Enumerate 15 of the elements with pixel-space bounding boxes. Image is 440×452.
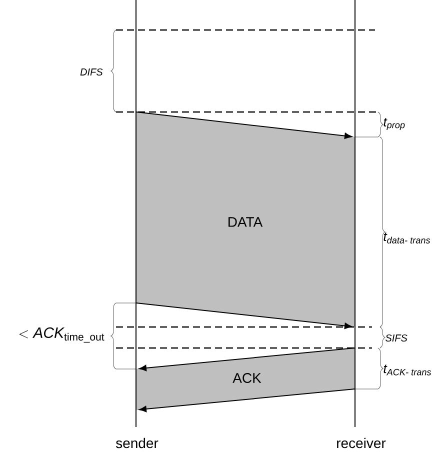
interval-label: SIFS	[385, 334, 408, 342]
participant-label: sender	[116, 438, 158, 448]
lifeline	[354, 0, 356, 427]
interval-label: $\textit{t}_{\textit{ACK- trans}}$	[384, 364, 432, 376]
interval-label: $<\textit{ACK}_{\textrm{time\_out}}$	[19, 327, 104, 343]
arrow	[136, 302, 352, 329]
interval-label: $\textit{t}_{\textit{prop}}$	[384, 118, 405, 130]
frame-label: ACK	[232, 373, 262, 383]
frame-label: DATA	[228, 217, 263, 227]
participant-label: receiver	[337, 438, 386, 448]
interval-label: $\textit{t}_{\textit{data- trans}}$	[384, 232, 430, 244]
arrow	[136, 112, 352, 139]
interval-label: DIFS	[80, 68, 103, 76]
arrow	[138, 348, 355, 372]
arrow	[138, 388, 355, 412]
